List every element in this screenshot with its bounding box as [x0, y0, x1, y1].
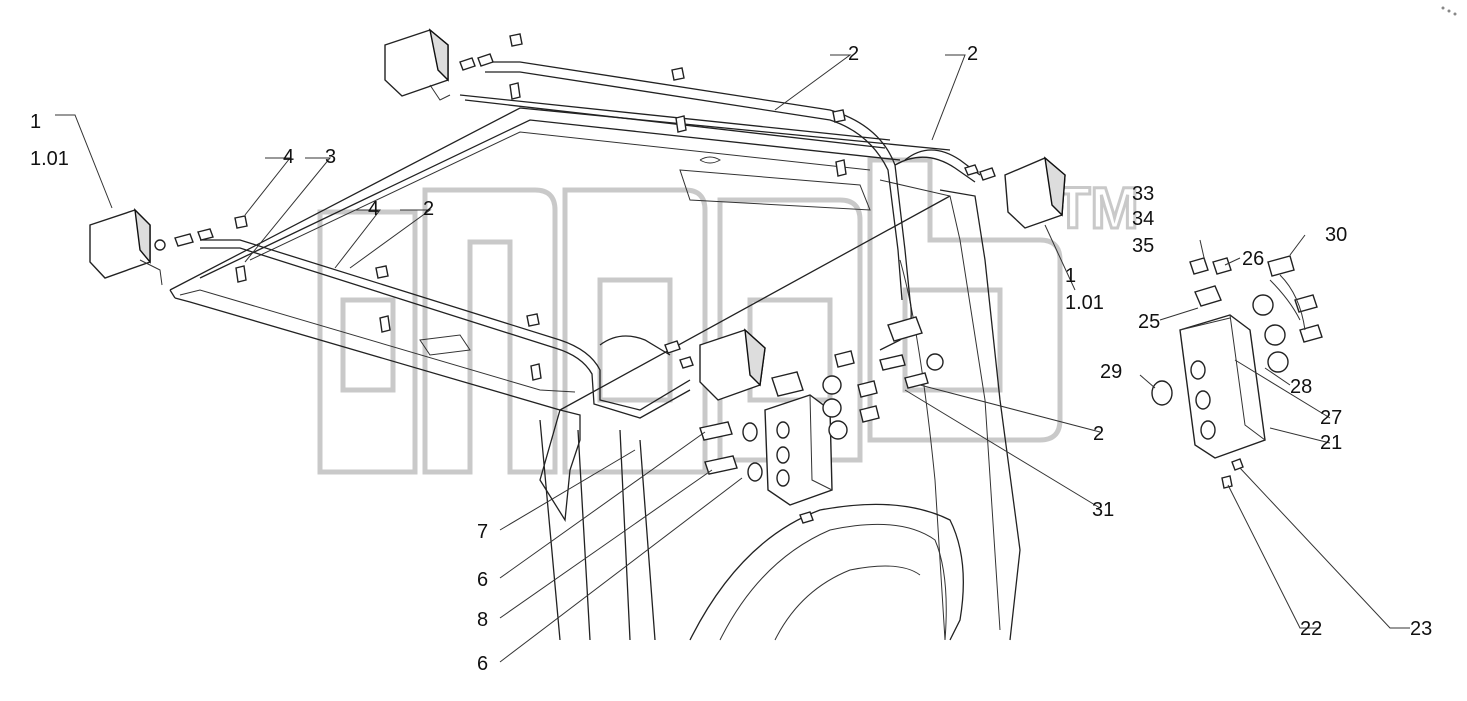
label-23: 23: [1410, 618, 1432, 640]
corner-mark: [1441, 6, 1457, 16]
label-33: 33: [1132, 183, 1154, 205]
position-labels: 1 1.01 4 3 4 2 2 2 1 1.01 33 34 35 26 30…: [30, 43, 1432, 675]
harness-clips: [234, 33, 847, 381]
label-1-01-left: 1.01: [30, 148, 69, 170]
work-light-right: [964, 156, 1066, 229]
label-1-01-right: 1.01: [1065, 292, 1104, 314]
watermark-tm: TM: [1055, 176, 1139, 241]
label-3: 3: [325, 146, 336, 168]
label-34: 34: [1132, 208, 1154, 230]
work-light-center: [664, 328, 766, 401]
label-30: 30: [1325, 224, 1347, 246]
label-22: 22: [1300, 618, 1322, 640]
label-2-left: 2: [423, 198, 434, 220]
work-light-top: [384, 28, 494, 101]
label-7: 7: [477, 521, 488, 543]
label-25: 25: [1138, 311, 1160, 333]
label-2-top: 2: [848, 43, 859, 65]
label-1-right: 1: [1065, 265, 1076, 287]
label-35: 35: [1132, 235, 1154, 257]
label-1-left: 1: [30, 111, 41, 133]
label-2-mid: 2: [1093, 423, 1104, 445]
cab-structure: [169, 107, 1021, 641]
label-27: 27: [1320, 407, 1342, 429]
label-28: 28: [1290, 376, 1312, 398]
label-31: 31: [1092, 499, 1114, 521]
label-4-b: 4: [368, 198, 379, 220]
switch-box-exploded: [1151, 255, 1323, 489]
label-26: 26: [1242, 248, 1264, 270]
label-2-top-right: 2: [967, 43, 978, 65]
label-4-a: 4: [283, 146, 294, 168]
switch-box-center: [699, 316, 944, 524]
leader-lines: [55, 54, 1410, 663]
watermark-logo: TM: [317, 157, 1140, 475]
label-8: 8: [477, 609, 488, 631]
label-21: 21: [1320, 432, 1342, 454]
work-light-left: [89, 208, 214, 286]
label-6-b: 6: [477, 653, 488, 675]
label-6-a: 6: [477, 569, 488, 591]
label-29: 29: [1100, 361, 1122, 383]
